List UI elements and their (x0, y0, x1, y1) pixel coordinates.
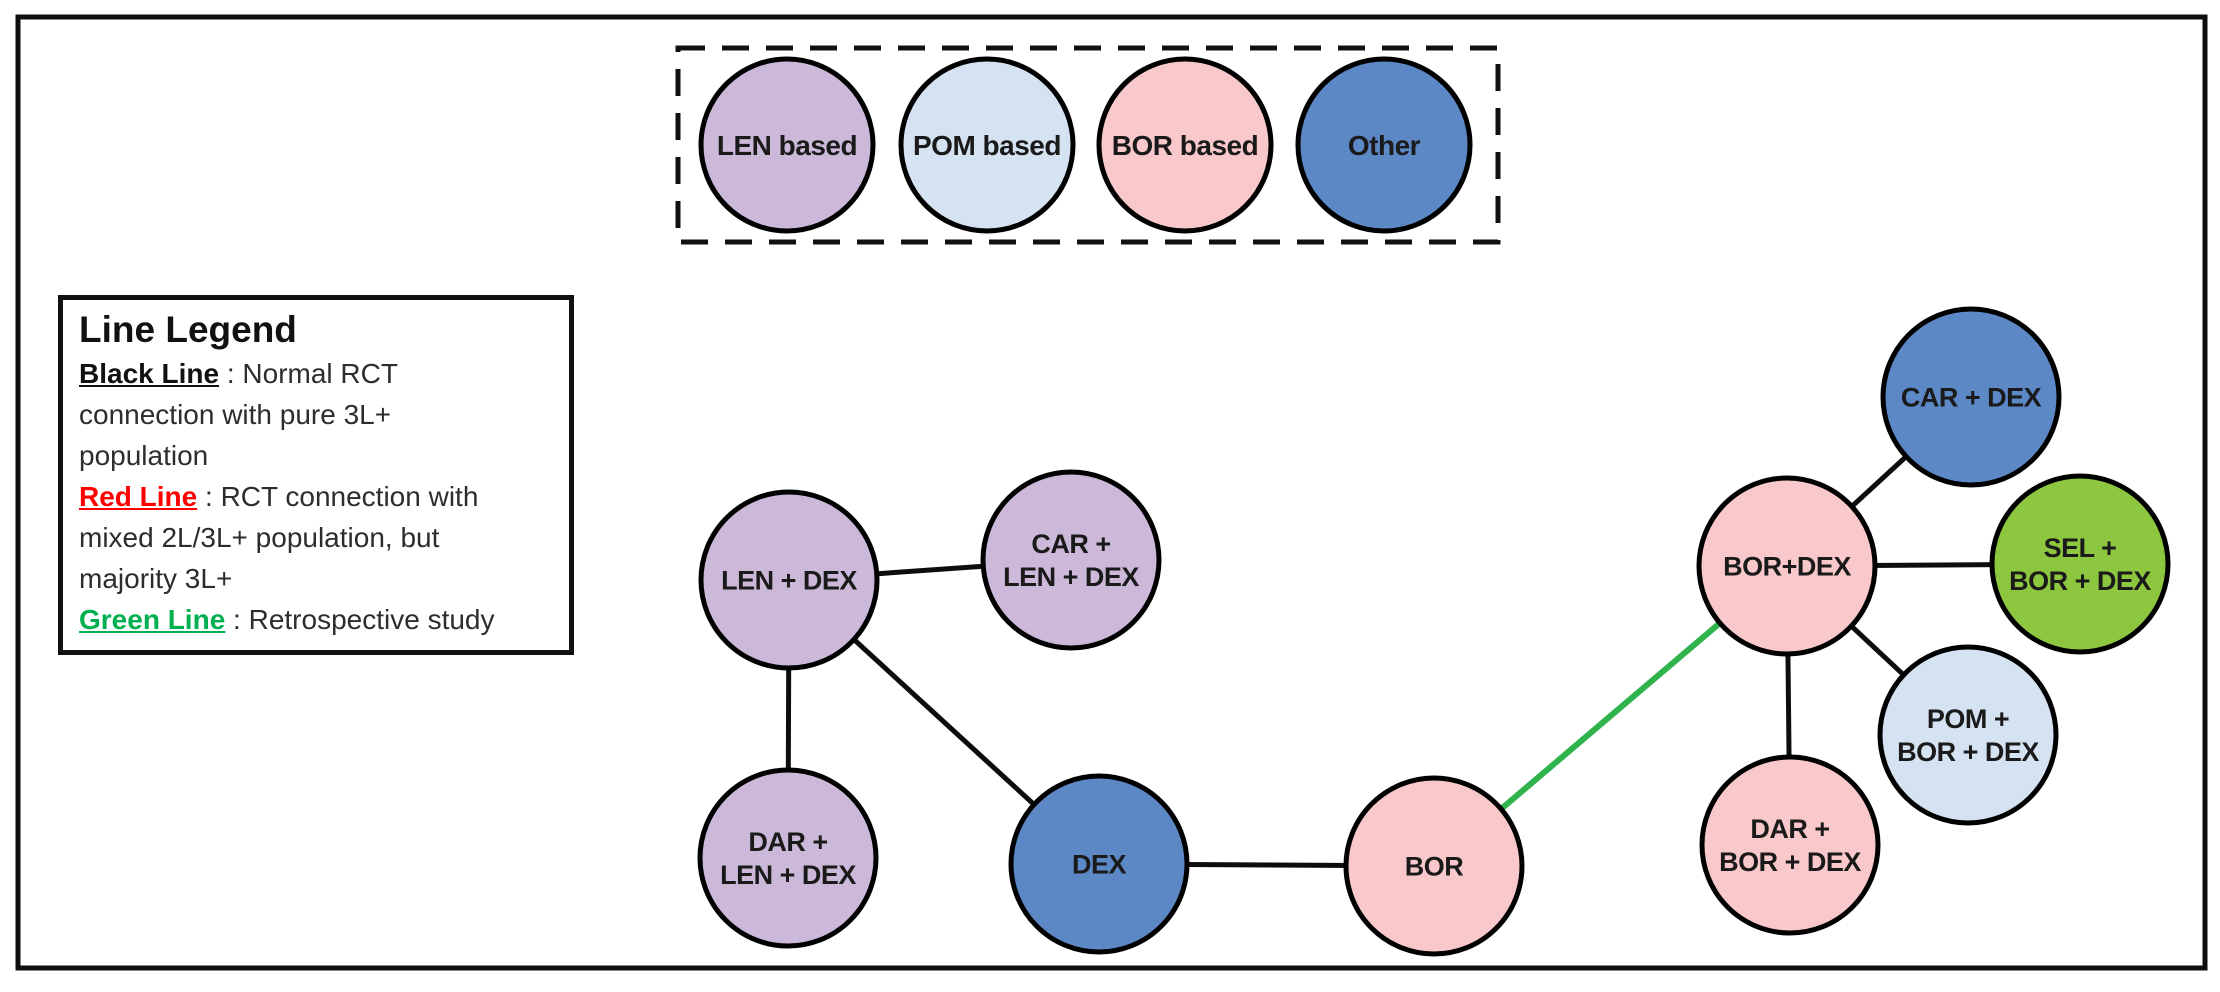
legend-node-label-pom-based: POM based (913, 130, 1061, 161)
line-legend-entry-black: Black Line : Normal RCT connection with … (79, 353, 555, 476)
graph-node-len-dex (698, 489, 880, 671)
line-legend-desc-red: : RCT connection with mixed 2L/3L+ popul… (79, 481, 479, 594)
node-type-legend-box (675, 45, 1501, 245)
graph-node-bor (1343, 775, 1525, 957)
legend-node-label-bor-based: BOR based (1112, 130, 1258, 161)
line-legend-term-green: Green Line (79, 604, 226, 635)
graph-node-dar-len-dex (697, 767, 879, 949)
graph-node-pom-bor-dex (1877, 644, 2059, 826)
graph-node-dex (1008, 773, 1190, 955)
graph-node-label-car-len-dex: CAR +LEN + DEX (1003, 529, 1139, 592)
graph-node-label-pom-bor-dex: POM +BOR + DEX (1897, 704, 2039, 767)
graph-node-label-dar-bor-dex: DAR +BOR + DEX (1719, 814, 1861, 877)
graph-node-car-dex (1880, 306, 2062, 488)
legend-node-label-other: Other (1348, 130, 1421, 161)
legend-node-pom-based (898, 56, 1076, 234)
graph-node-label-car-dex: CAR + DEX (1901, 382, 2042, 412)
line-legend-title: Line Legend (79, 309, 297, 350)
legend-node-other (1295, 56, 1473, 234)
line-legend-desc-black: : Normal RCT connection with pure 3L+ po… (79, 358, 398, 471)
graph-node-car-len-dex (980, 469, 1162, 651)
graph-node-label-bor: BOR (1405, 851, 1464, 881)
legend-node-bor-based (1096, 56, 1274, 234)
graph-node-label-dar-len-dex: DAR +LEN + DEX (720, 827, 856, 890)
graph-node-label-len-dex: LEN + DEX (721, 565, 857, 595)
graph-node-sel-bor-dex (1989, 473, 2171, 655)
graph-node-label-dex: DEX (1072, 849, 1127, 879)
graph-node-dar-bor-dex (1699, 754, 1881, 936)
graph-node-bor-dex (1696, 475, 1878, 657)
line-legend-term-black: Black Line (79, 358, 220, 389)
outer-frame (15, 14, 2208, 971)
graph-node-label-sel-bor-dex: SEL +BOR + DEX (2009, 533, 2151, 596)
legend-node-label-len-based: LEN based (717, 130, 857, 161)
graph-node-label-bor-dex: BOR+DEX (1723, 551, 1851, 581)
line-legend-box: Line Legend Black Line : Normal RCT conn… (58, 295, 574, 655)
line-legend-term-red: Red Line (79, 481, 198, 512)
legend-node-len-based (698, 56, 876, 234)
line-legend-entry-red: Red Line : RCT connection with mixed 2L/… (79, 476, 555, 599)
line-legend-entry-green: Green Line : Retrospective study (79, 599, 555, 640)
line-legend-desc-green: : Retrospective study (225, 604, 495, 635)
